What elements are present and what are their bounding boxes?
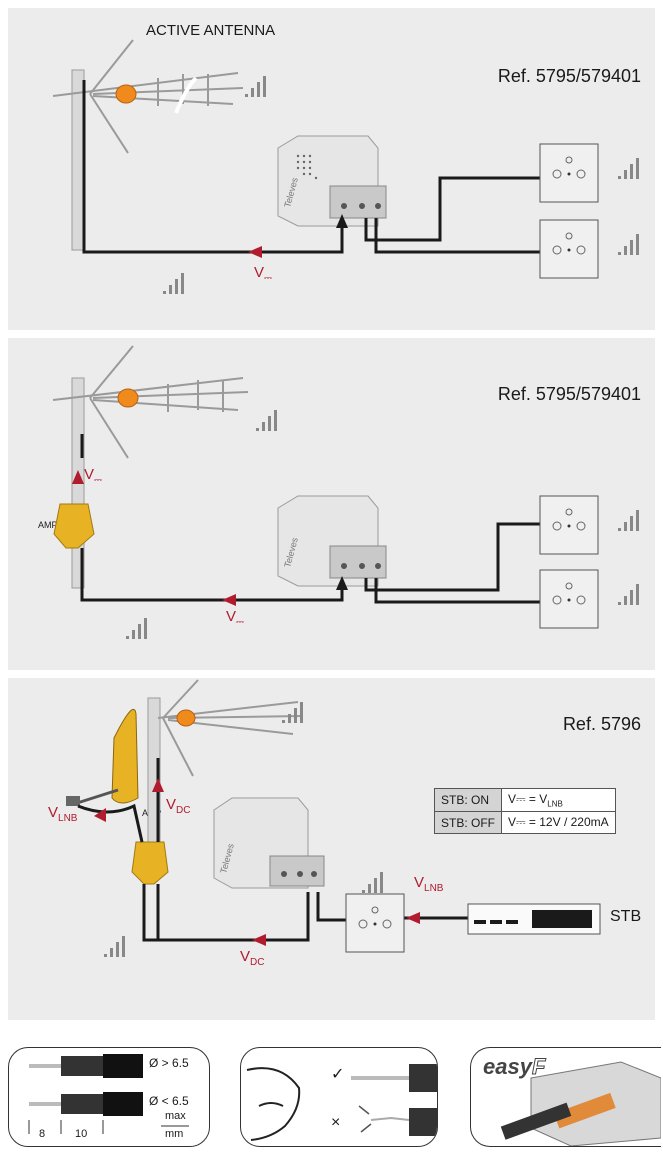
lnb-arm — [74, 790, 118, 804]
signal-bars-icon — [282, 702, 303, 723]
diagram-active-antenna: Televes — [8, 8, 655, 330]
antenna-head-icon — [118, 389, 138, 407]
satellite-dish-icon — [112, 709, 138, 803]
diagram-satellite-stb: Televes — [8, 678, 655, 1020]
signal-bars-icon — [104, 936, 125, 957]
arrow-left-red-icon — [248, 246, 262, 258]
dimension-8: 8 — [39, 1128, 45, 1140]
mast-amplifier-icon — [132, 842, 168, 884]
panel-satellite-stb: Ref. 5796 VLNB VDC VDC VLNB AMP STB STB:… — [8, 678, 655, 1020]
wall-socket — [346, 894, 404, 952]
diameter-less: Ø < 6.5 — [149, 1094, 189, 1108]
arrow-left-red-icon — [222, 594, 236, 606]
diagram-mast-amplifier: Televes — [8, 338, 655, 670]
lnb-icon — [66, 796, 80, 806]
wall-socket — [540, 570, 598, 628]
set-top-box-icon — [468, 904, 600, 934]
wall-socket — [540, 144, 598, 202]
arrow-left-red-icon — [252, 934, 266, 946]
signal-bars-icon — [618, 584, 639, 605]
antenna-mast — [72, 70, 84, 250]
panel-mast-amplifier: Ref. 5795/579401 V⎓ V⎓ AMP Televes — [8, 338, 655, 670]
power-supply-device: Televes — [278, 496, 386, 586]
unit-label: mm — [165, 1128, 183, 1140]
signal-bars-icon — [245, 76, 266, 97]
arrow-left-red-icon — [406, 912, 420, 924]
signal-bars-icon — [163, 273, 184, 294]
wall-socket — [540, 220, 598, 278]
easyf-connector-illustration — [471, 1048, 661, 1146]
power-supply-device: Televes — [278, 136, 386, 226]
easyf-card: easyF — [470, 1047, 661, 1147]
cable-inspection-card: ✓ × — [240, 1047, 438, 1147]
signal-bars-icon — [618, 510, 639, 531]
wall-socket — [540, 496, 598, 554]
signal-bars-icon — [618, 158, 639, 179]
diameter-greater: Ø > 6.5 — [149, 1056, 189, 1070]
mast-amplifier-icon — [54, 504, 94, 548]
dimension-10: 10 — [75, 1128, 87, 1140]
signal-bars-icon — [256, 410, 277, 431]
active-amplifier-icon — [116, 85, 136, 103]
antenna-head-icon — [177, 710, 195, 726]
check-icon: ✓ — [331, 1064, 344, 1084]
max-label: max — [165, 1110, 186, 1122]
signal-bars-icon — [126, 618, 147, 639]
cross-icon: × — [331, 1114, 340, 1132]
power-supply-device: Televes — [214, 798, 324, 888]
cable-stripping-card: Ø > 6.5 Ø < 6.5 8 10 max mm — [8, 1047, 210, 1147]
signal-bars-icon — [618, 234, 639, 255]
panel-active-antenna: ACTIVE ANTENNA Ref. 5795/579401 V⎓ — [8, 8, 655, 330]
signal-bars-icon — [362, 872, 383, 893]
yagi-antenna-icon — [158, 680, 303, 776]
